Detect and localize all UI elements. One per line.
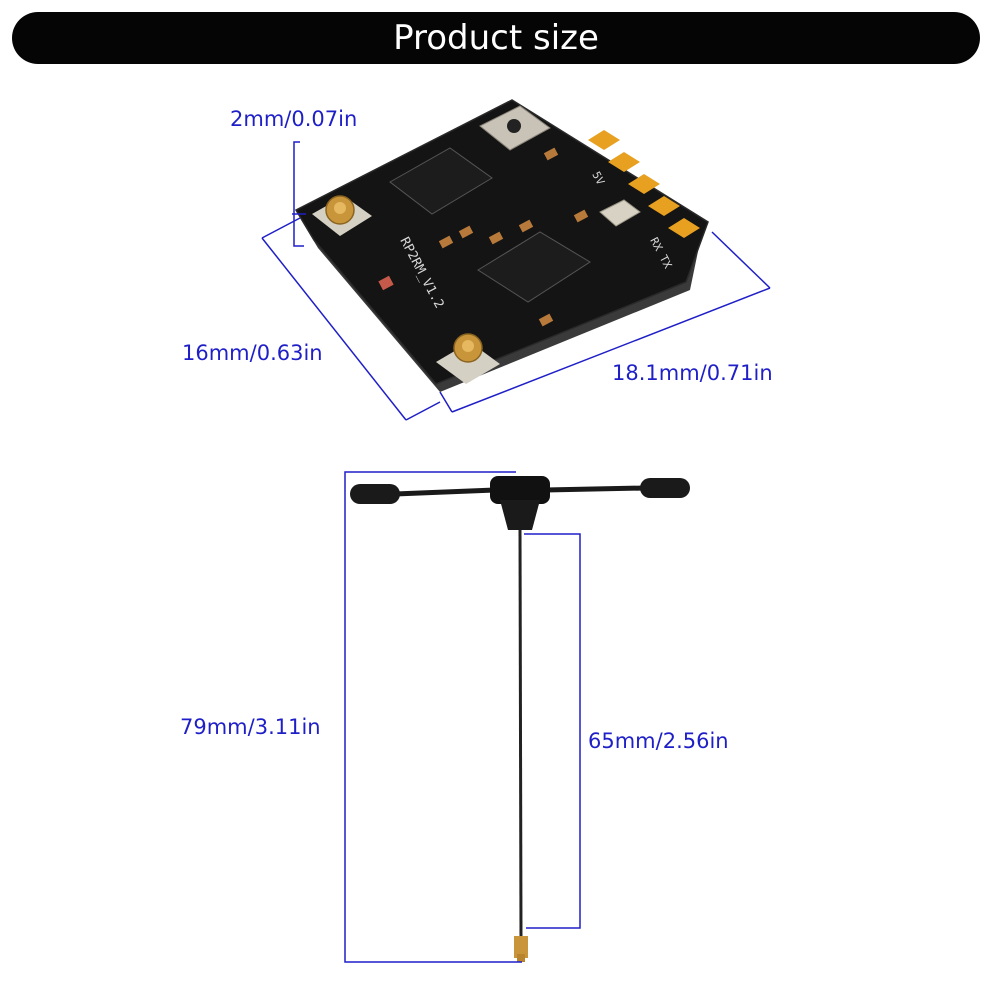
dim-board-length: 18.1mm/0.71in bbox=[612, 361, 773, 385]
ufl-connector-2 bbox=[436, 333, 500, 384]
chip-main bbox=[477, 231, 591, 303]
board-dimension-lines bbox=[261, 141, 771, 421]
crystal bbox=[599, 199, 641, 227]
gold-pads bbox=[588, 130, 700, 238]
t-antenna bbox=[350, 476, 690, 962]
header-bar: Product size bbox=[12, 12, 980, 64]
dim-board-width: 16mm/0.63in bbox=[182, 341, 323, 365]
ufl-connector-1 bbox=[312, 195, 372, 236]
page-title: Product size bbox=[393, 18, 599, 58]
bind-button bbox=[479, 105, 551, 151]
board-voltage-label: 5V bbox=[589, 169, 607, 187]
dim-antenna-total: 79mm/3.11in bbox=[180, 715, 321, 739]
dim-antenna-cable: 65mm/2.56in bbox=[588, 729, 729, 753]
receiver-board: RP2RM_V1.2 RX TX 5V bbox=[294, 99, 709, 392]
antenna-dimension-lines bbox=[344, 471, 581, 963]
dim-board-thickness: 2mm/0.07in bbox=[230, 107, 358, 131]
chip-top bbox=[389, 147, 493, 215]
